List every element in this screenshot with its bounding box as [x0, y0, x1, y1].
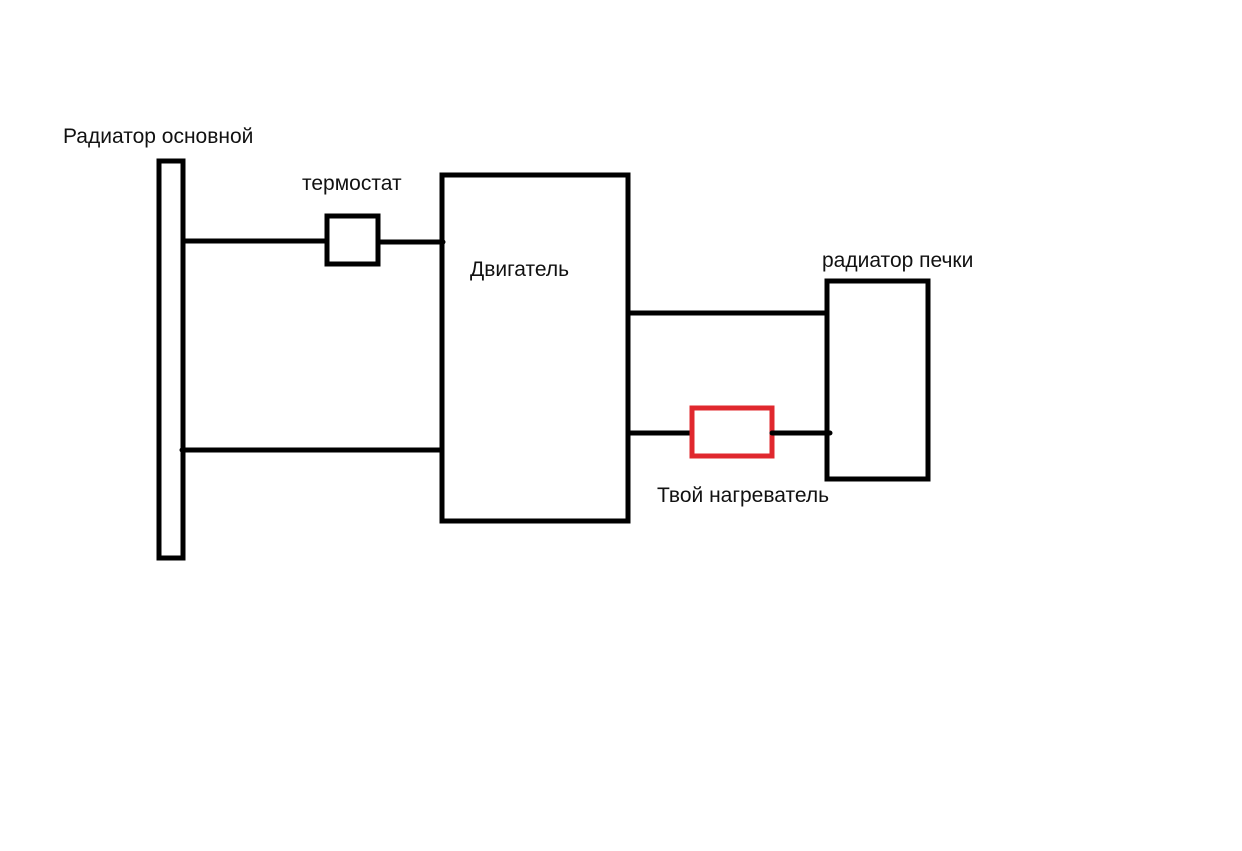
your-heater-block [689, 405, 775, 459]
heater-radiator-label: радиатор печки [822, 249, 973, 272]
thermostat-block [324, 213, 381, 267]
your-heater-label: Твой нагреватель [657, 484, 829, 507]
thermostat-label: термостат [302, 172, 402, 195]
engine-block [439, 172, 631, 524]
main-radiator-block [156, 158, 186, 561]
heater-radiator-block [824, 278, 931, 482]
engine-label: Двигатель [470, 258, 569, 281]
main-radiator-label: Радиатор основной [63, 125, 253, 148]
